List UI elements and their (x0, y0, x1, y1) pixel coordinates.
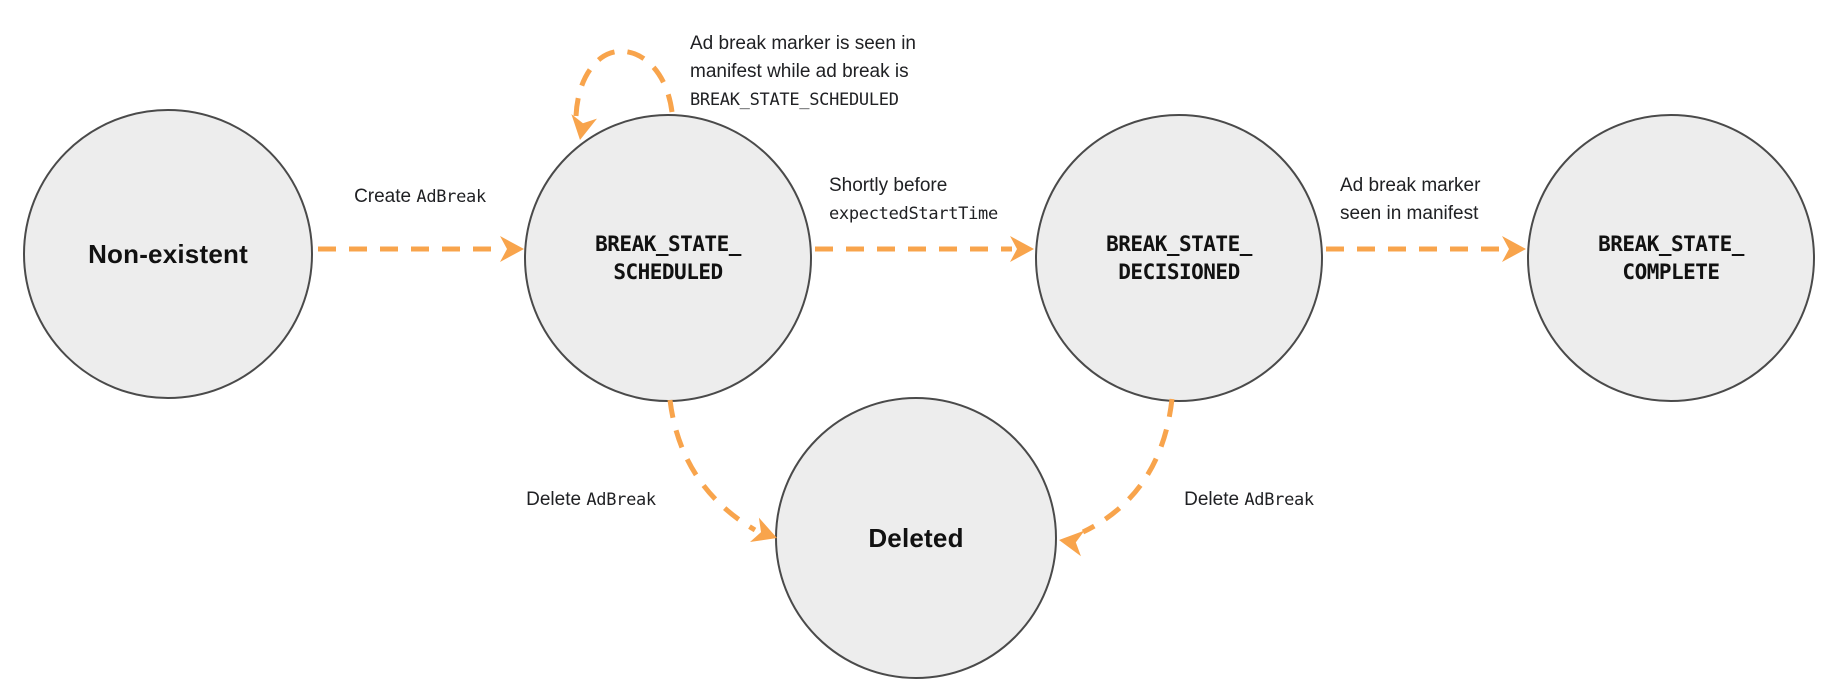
arrowhead-delete-from-scheduled (750, 517, 777, 543)
edge-label-run: AdBreak (416, 187, 486, 207)
transition-label-delete-from-decisioned: Delete AdBreak (1184, 486, 1314, 514)
state-label-deleted: Deleted (776, 398, 1056, 678)
state-circle-break-state-complete (1527, 114, 1815, 402)
arrowhead-delete-from-decisioned (1059, 530, 1085, 557)
transition-label-create-adbreak: Create AdBreak (354, 183, 486, 211)
state-label-line: BREAK_STATE_ (1598, 232, 1744, 256)
edge-label-run: Delete (1184, 489, 1245, 510)
transition-path-delete-from-scheduled (667, 399, 757, 533)
state-label-break-state-complete: BREAK_STATE_ COMPLETE (1528, 115, 1814, 401)
state-label-line: BREAK_STATE_ (595, 232, 741, 256)
state-label-line: DECISIONED (1118, 260, 1240, 284)
state-circle-non-existent (23, 109, 313, 399)
state-label-line: BREAK_STATE_ (1106, 232, 1252, 256)
state-label-break-state-scheduled: BREAK_STATE_ SCHEDULED (525, 115, 811, 401)
edge-label-run: manifest while ad break is (690, 61, 909, 82)
transition-label-shortly-before: Shortly before expectedStartTime (829, 172, 998, 228)
edge-label-run: Delete (526, 489, 587, 510)
state-label-line: SCHEDULED (613, 260, 723, 284)
arrowhead-marker-seen (1502, 236, 1526, 262)
edge-label-run: Create (354, 186, 417, 207)
edge-label-run: Shortly before (829, 175, 948, 196)
transition-label-self-loop-scheduled: Ad break marker is seen in manifest whil… (690, 30, 916, 114)
arrowhead-shortly-before (1010, 236, 1034, 262)
state-circle-break-state-decisioned (1035, 114, 1323, 402)
transition-path-self-loop-scheduled (573, 48, 675, 117)
edge-label-run: BREAK_STATE_SCHEDULED (690, 90, 899, 110)
edge-label-run: Ad break marker is seen in (690, 33, 916, 54)
state-label-text: Non-existent (88, 238, 248, 269)
arrowhead-create-adbreak (500, 236, 524, 262)
transition-label-delete-from-scheduled: Delete AdBreak (526, 486, 656, 514)
transition-path-delete-from-decisioned (1081, 398, 1175, 535)
transition-label-marker-seen: Ad break marker seen in manifest (1340, 172, 1480, 228)
state-label-break-state-decisioned: BREAK_STATE_ DECISIONED (1036, 115, 1322, 401)
state-label-line: COMPLETE (1622, 260, 1720, 284)
edge-label-run: AdBreak (1244, 490, 1314, 510)
edge-label-run: expectedStartTime (829, 204, 998, 224)
edge-label-run: seen in manifest (1340, 203, 1479, 224)
edge-label-run: AdBreak (586, 490, 656, 510)
arrowhead-self-loop-scheduled (571, 114, 597, 140)
edge-label-run: Ad break marker (1340, 175, 1481, 196)
state-label-text: Deleted (868, 522, 964, 553)
state-label-non-existent: Non-existent (24, 110, 312, 398)
